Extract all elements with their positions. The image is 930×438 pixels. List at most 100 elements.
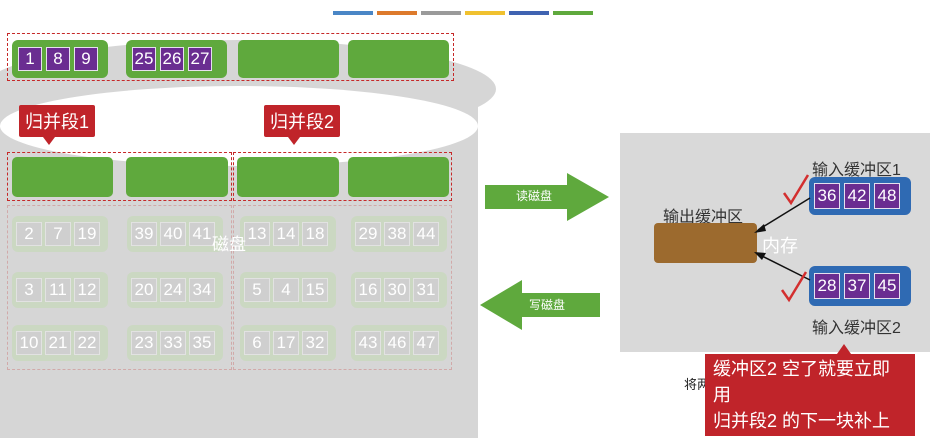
faded-cell: 41 — [189, 222, 215, 246]
callout-line-2: 归并段2 的下一块补上 — [713, 411, 891, 431]
value-cell: 26 — [160, 47, 184, 71]
segment-2-outline — [233, 152, 452, 201]
faded-cell: 17 — [273, 331, 299, 355]
write-disk-label: 写磁盘 — [529, 298, 566, 312]
value-cell: 8 — [46, 47, 70, 71]
read-disk-label: 读磁盘 — [516, 189, 553, 203]
check-icon — [780, 271, 808, 303]
faded-cell: 13 — [244, 222, 270, 246]
segment-2-block-2 — [348, 157, 449, 197]
faded-cell: 31 — [413, 278, 439, 302]
faded-cell: 11 — [45, 278, 71, 302]
faded-block: 13 14 18 — [240, 216, 336, 252]
legend-strip-2 — [377, 11, 417, 15]
faded-cell: 24 — [160, 278, 186, 302]
faded-cell: 34 — [189, 278, 215, 302]
faded-cell: 20 — [131, 278, 157, 302]
faded-cell: 44 — [413, 222, 439, 246]
faded-cell: 43 — [355, 331, 381, 355]
faded-cell: 15 — [302, 278, 328, 302]
faded-cell: 30 — [384, 278, 410, 302]
faded-outline-right — [233, 205, 452, 370]
input-buffer-2: 28 37 45 — [809, 266, 911, 306]
legend-strip-6 — [553, 11, 593, 15]
faded-cell: 10 — [16, 331, 42, 355]
memory-label: 内存 — [762, 236, 798, 256]
top-block-2: 25 26 27 — [126, 40, 227, 78]
faded-cell: 12 — [74, 278, 100, 302]
faded-cell: 39 — [131, 222, 157, 246]
output-buffer-label: 输出缓冲区 — [663, 209, 744, 226]
faded-cell: 23 — [131, 331, 157, 355]
faded-cell: 2 — [16, 222, 42, 246]
faded-cell: 16 — [355, 278, 381, 302]
faded-cell: 40 — [160, 222, 186, 246]
faded-cell: 35 — [189, 331, 215, 355]
value-cell: 9 — [74, 47, 98, 71]
buffer-cell: 42 — [844, 183, 870, 209]
faded-block: 16 30 31 — [351, 272, 447, 308]
faded-outline-left — [7, 205, 232, 370]
faded-cell: 21 — [45, 331, 71, 355]
faded-block: 6 17 32 — [240, 325, 336, 361]
faded-cell: 38 — [384, 222, 410, 246]
legend-strip-3 — [421, 11, 461, 15]
faded-block: 20 24 34 — [127, 272, 223, 308]
faded-block: 2 7 19 — [12, 216, 108, 252]
segment-1-block-1 — [12, 157, 113, 197]
faded-cell: 3 — [16, 278, 42, 302]
callout-line-1: 缓冲区2 空了就要立即用 — [713, 359, 891, 405]
hidden-text-fragment: 将两 — [684, 377, 711, 392]
buffer-cell: 48 — [874, 183, 900, 209]
segment-1-outline — [7, 152, 232, 201]
faded-cell: 4 — [273, 278, 299, 302]
input-buffer-1: 36 42 48 — [809, 177, 911, 215]
merge-arrows — [754, 197, 811, 281]
faded-block: 39 40 41 — [127, 216, 223, 252]
faded-cell: 14 — [273, 222, 299, 246]
faded-cell: 22 — [74, 331, 100, 355]
legend-strip-5 — [509, 11, 549, 15]
input-buffer-1-label: 输入缓冲区1 — [812, 162, 901, 179]
faded-cell: 32 — [302, 331, 328, 355]
value-cell: 25 — [132, 47, 156, 71]
faded-cell: 7 — [45, 222, 71, 246]
faded-cell: 19 — [74, 222, 100, 246]
faded-block: 29 38 44 — [351, 216, 447, 252]
output-buffer — [654, 223, 757, 263]
buffer-cell: 45 — [874, 273, 900, 299]
faded-block: 3 11 12 — [12, 272, 108, 308]
legend-strip-1 — [333, 11, 373, 15]
legend-strip-4 — [465, 11, 505, 15]
faded-cell: 5 — [244, 278, 270, 302]
segment-1-label: 归并段1 — [19, 105, 96, 145]
check-icon — [782, 174, 810, 206]
write-disk-arrow — [480, 280, 600, 330]
top-block-4 — [348, 40, 449, 78]
segment-1-block-2 — [126, 157, 228, 197]
top-row-outline — [7, 33, 454, 81]
faded-block: 10 21 22 — [12, 325, 108, 361]
top-block-1: 1 8 9 — [12, 40, 108, 78]
buffer-cell: 36 — [814, 183, 840, 209]
faded-cell: 33 — [160, 331, 186, 355]
faded-block: 23 33 35 — [127, 325, 223, 361]
faded-cell: 6 — [244, 331, 270, 355]
faded-cell: 47 — [413, 331, 439, 355]
faded-cell: 18 — [302, 222, 328, 246]
faded-cell: 29 — [355, 222, 381, 246]
buffer-cell: 37 — [844, 273, 870, 299]
read-disk-arrow — [485, 173, 609, 221]
buffer-cell: 28 — [814, 273, 840, 299]
top-block-3 — [238, 40, 339, 78]
faded-block: 5 4 15 — [240, 272, 336, 308]
disk-label: 磁盘 — [212, 235, 246, 254]
explanation-callout: 缓冲区2 空了就要立即用 归并段2 的下一块补上 — [705, 344, 915, 436]
segment-2-block-1 — [237, 157, 339, 197]
input-buffer-2-label: 输入缓冲区2 — [812, 320, 901, 337]
faded-cell: 46 — [384, 331, 410, 355]
value-cell: 27 — [188, 47, 212, 71]
value-cell: 1 — [18, 47, 42, 71]
faded-block: 43 46 47 — [351, 325, 447, 361]
segment-2-label: 归并段2 — [264, 105, 341, 145]
